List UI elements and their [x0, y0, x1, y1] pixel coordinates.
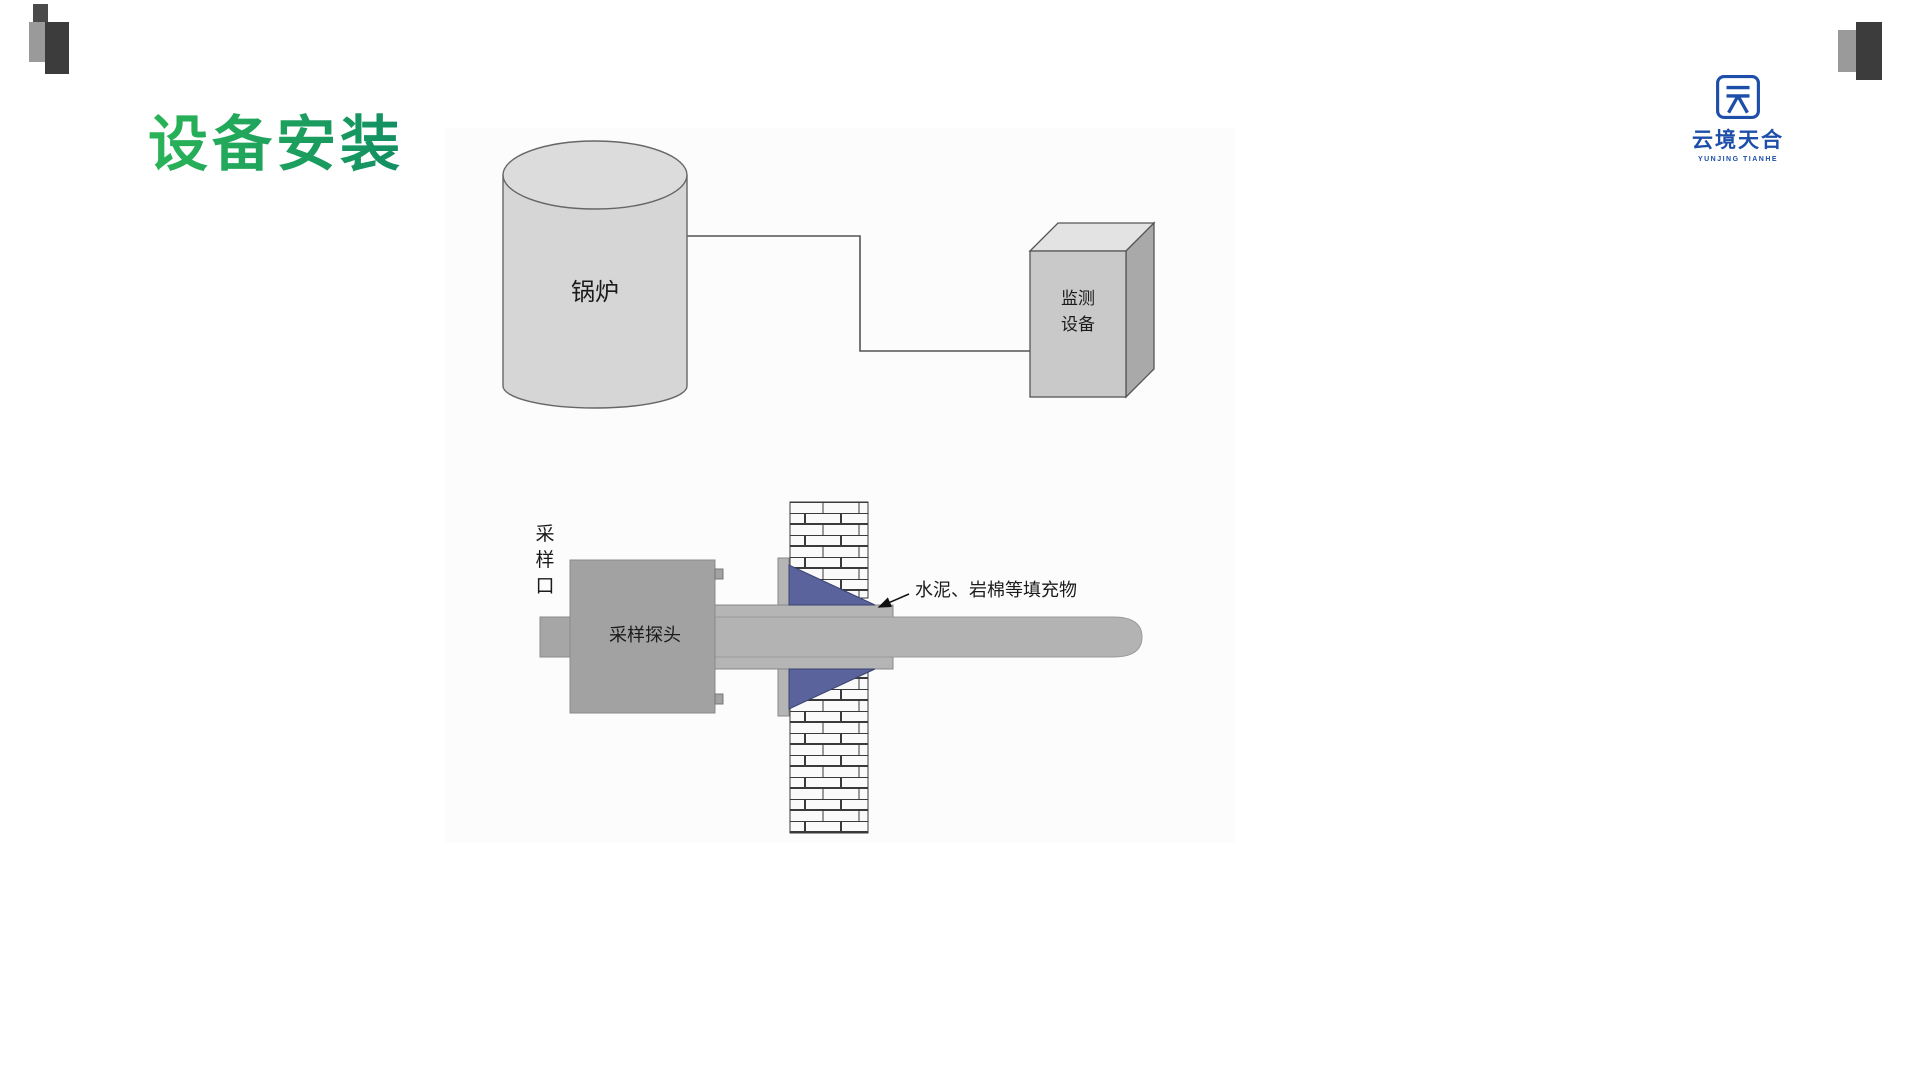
deco-rect: [1856, 22, 1882, 80]
sampling-port-char-3: 口: [535, 576, 554, 597]
connection-line: [687, 235, 1030, 352]
wall-upper: [789, 501, 869, 599]
sampling-port-label: 采 样 口: [535, 523, 554, 597]
filler-label: 水泥、岩棉等填充物: [915, 580, 1077, 600]
logo-subtitle: YUNJING TIANHE: [1697, 156, 1779, 163]
monitor-label-line2: 设备: [1061, 315, 1095, 334]
page-title: 设备安装: [148, 96, 404, 183]
probe-nub-bottom: [714, 693, 724, 705]
boiler-cylinder: 锅炉: [502, 140, 688, 409]
logo-name: 云境天合: [1692, 129, 1784, 152]
boiler-label: 锅炉: [571, 279, 619, 306]
deco-rect: [29, 22, 46, 62]
sampling-port-char-1: 采: [535, 523, 554, 545]
probe-inlet: [539, 616, 573, 658]
flange-bottom: [777, 668, 790, 717]
probe-label: 采样探头: [609, 625, 681, 645]
filler-top: [788, 564, 876, 606]
flange-top: [777, 557, 790, 606]
filler-bottom: [788, 668, 876, 710]
logo-icon: [1716, 75, 1760, 119]
monitor-label-line1: 监测: [1061, 289, 1095, 308]
deco-rect: [45, 22, 69, 74]
sleeve-plate-bottom: [709, 656, 894, 670]
probe-nub-top: [714, 568, 724, 580]
installation-diagram: 锅炉 监测 设备: [445, 128, 1235, 842]
sleeve-plate-top: [709, 604, 894, 618]
sampling-pipe: [714, 616, 1143, 658]
deco-rect: [1838, 30, 1856, 72]
company-logo: 云境天合 YUNJING TIANHE: [1688, 74, 1788, 163]
sampling-port-char-2: 样: [535, 549, 554, 571]
probe-body: [569, 559, 716, 714]
filler-arrow: [877, 593, 910, 608]
monitor-box: 监测 设备: [1028, 221, 1156, 399]
